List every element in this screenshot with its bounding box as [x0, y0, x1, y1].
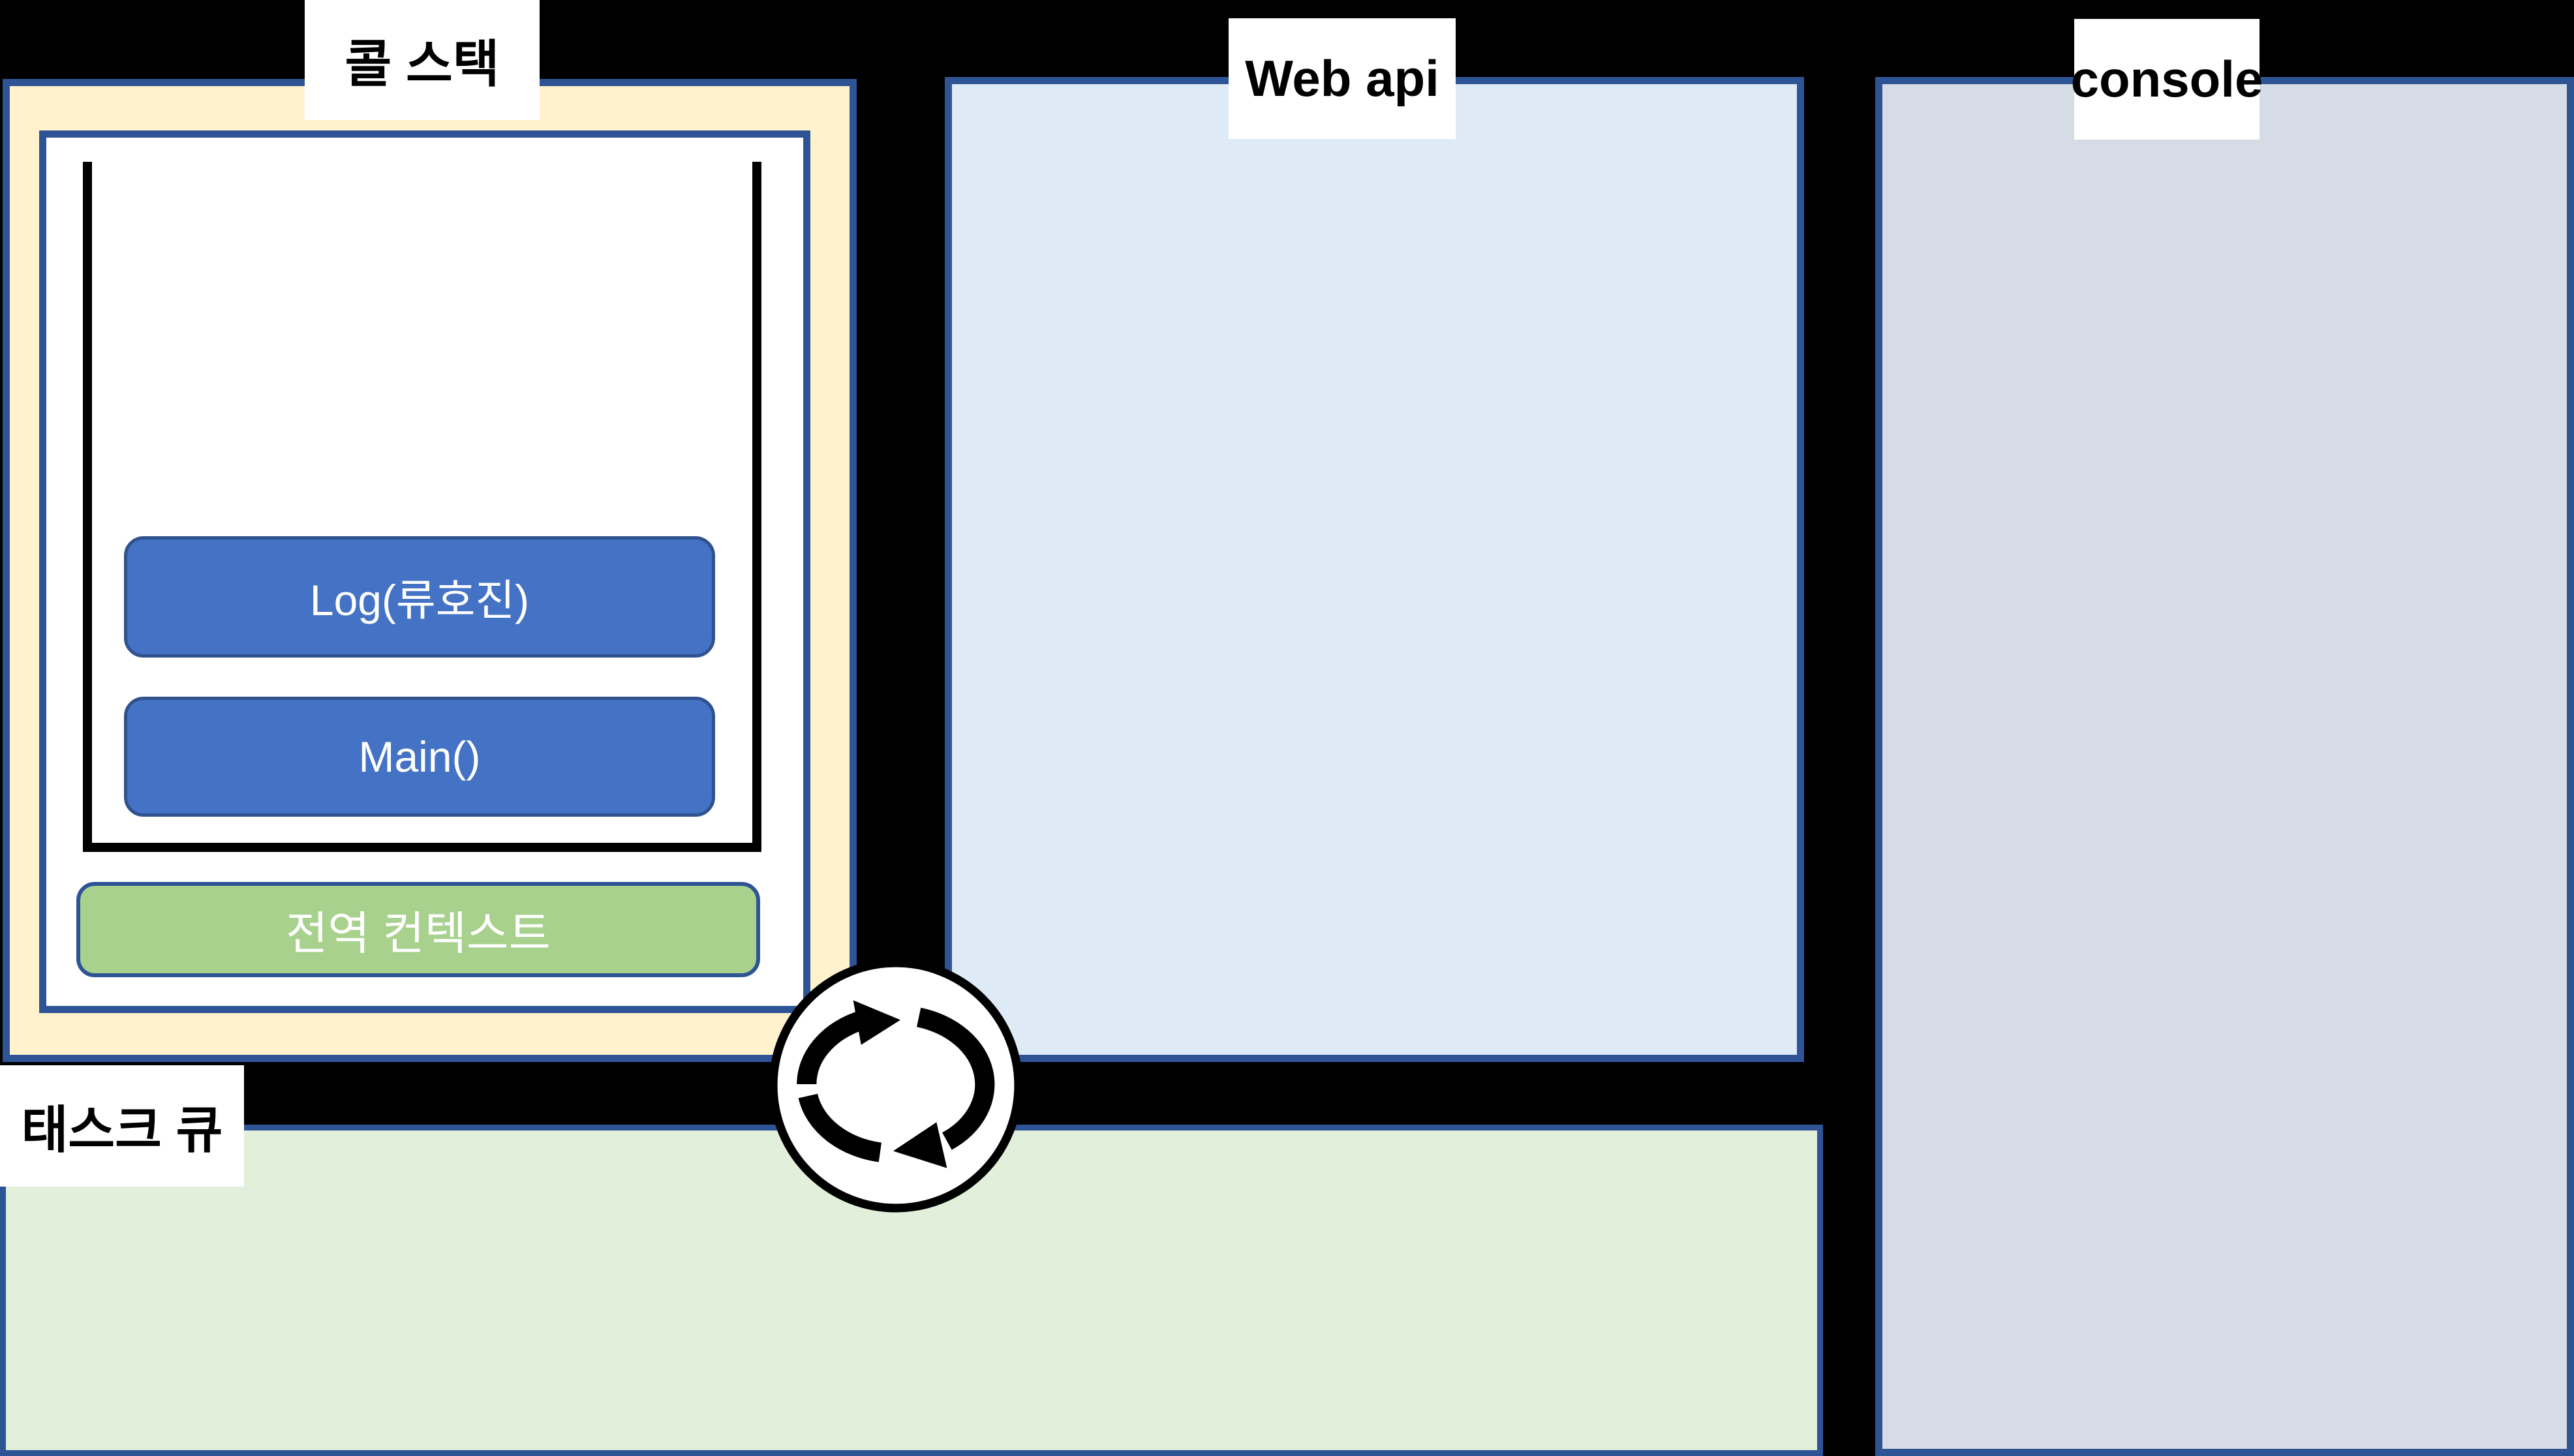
cycle-arrows-icon — [769, 958, 1023, 1213]
event-loop-icon — [765, 954, 1027, 1217]
stack-frame-log-label: Log(류호진) — [309, 576, 530, 624]
console-label: console — [2071, 19, 2263, 140]
global-context-label: 전역 컨텍스트 — [286, 907, 551, 959]
stack-outline — [83, 162, 761, 852]
global-context-chip: 전역 컨텍스트 — [76, 882, 760, 977]
web-api-panel — [945, 77, 1804, 1062]
stack-frame-main: Main() — [124, 697, 715, 817]
stack-frame-main-label: Main() — [358, 733, 481, 781]
call-stack-label: 콜 스택 — [305, 0, 540, 120]
task-queue-label: 태스크 큐 — [0, 1065, 244, 1187]
console-panel — [1875, 77, 2574, 1456]
web-api-label: Web api — [1229, 18, 1456, 139]
stack-frame-log: Log(류호진) — [124, 536, 715, 658]
